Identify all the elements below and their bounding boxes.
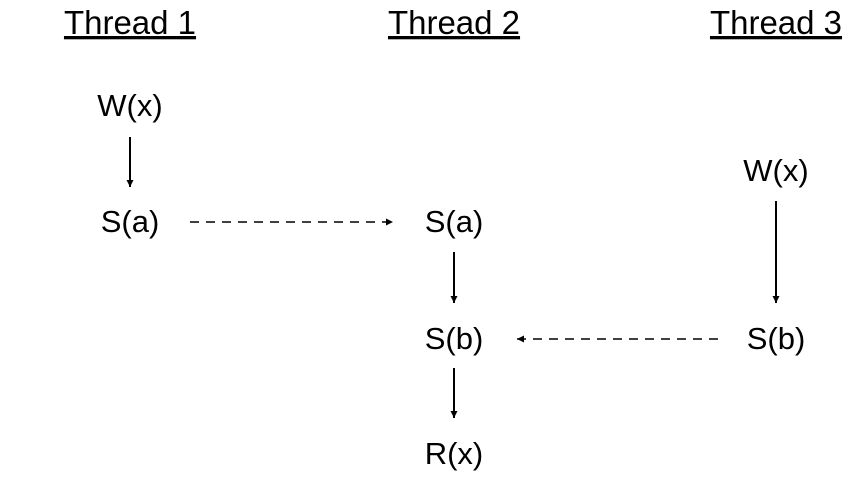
t3-write-x: W(x) xyxy=(743,153,808,188)
t3-store-b: S(b) xyxy=(747,321,806,356)
t2-store-a: S(a) xyxy=(425,204,484,239)
t2-store-b: S(b) xyxy=(425,321,484,356)
thread-1-title: Thread 1 xyxy=(64,4,196,41)
t1-write-x: W(x) xyxy=(97,88,162,123)
thread-2-title: Thread 2 xyxy=(388,4,520,41)
thread-3-title: Thread 3 xyxy=(710,4,842,41)
t2-read-x: R(x) xyxy=(425,436,484,471)
t1-store-a: S(a) xyxy=(101,204,160,239)
